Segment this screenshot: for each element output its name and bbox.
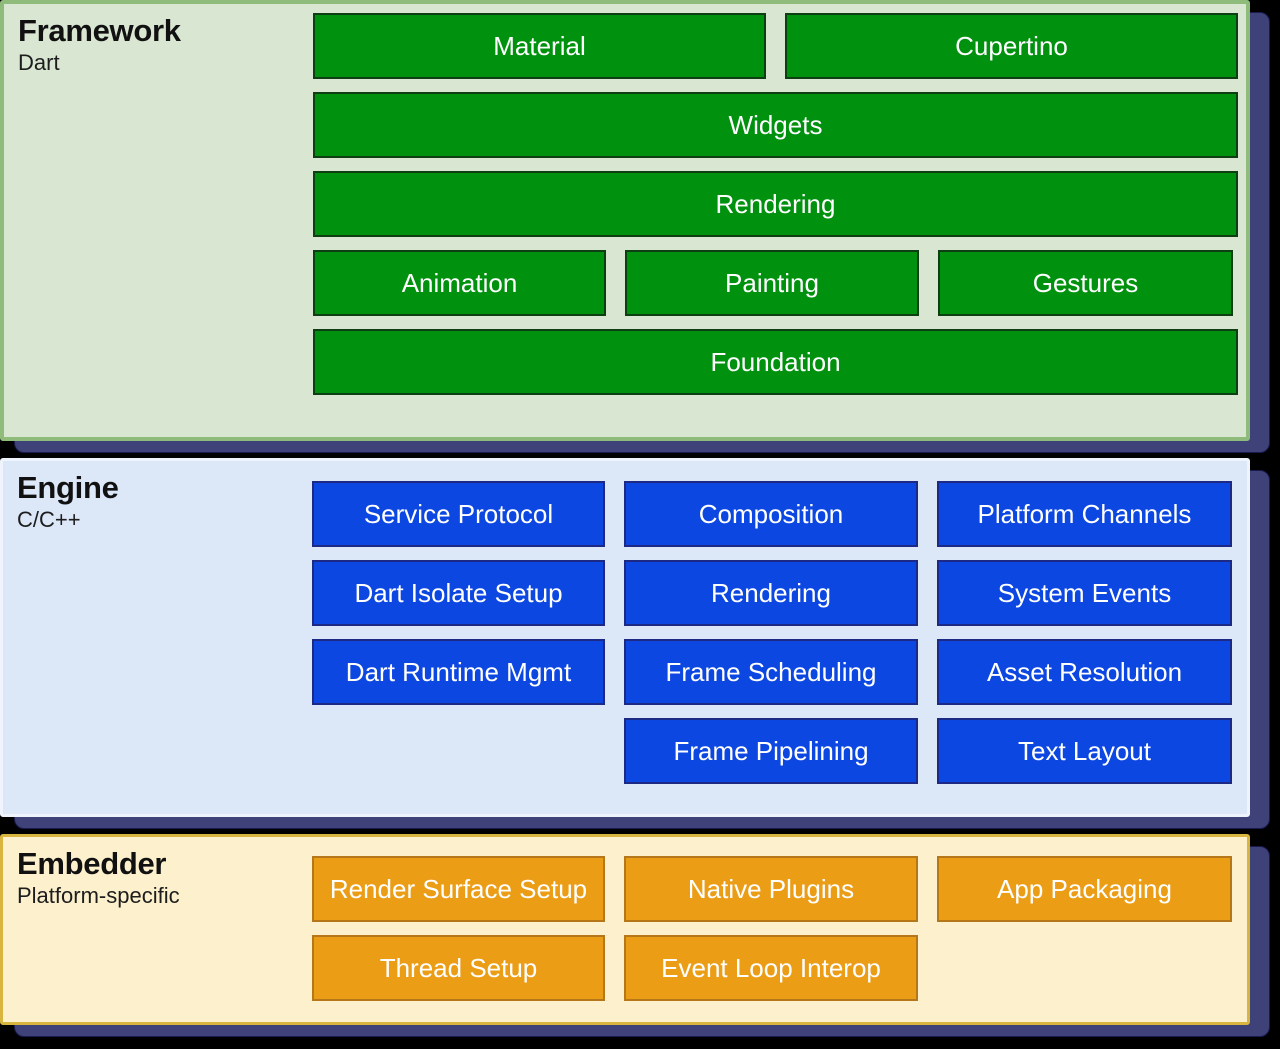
embedder-row-1: Render Surface Setup Native Plugins App …: [312, 856, 1239, 922]
box-system-events[interactable]: System Events: [937, 560, 1232, 626]
layer-content-framework: Material Cupertino Widgets Rendering Ani…: [313, 13, 1238, 395]
layer-title-main: Framework: [18, 13, 181, 48]
box-asset-resolution[interactable]: Asset Resolution: [937, 639, 1232, 705]
engine-row-4-spacer: [312, 718, 605, 784]
box-app-packaging[interactable]: App Packaging: [937, 856, 1232, 922]
layer-title-main: Engine: [17, 470, 119, 505]
layer-panel-framework: Framework Dart Material Cupertino Widget…: [0, 0, 1250, 441]
box-animation[interactable]: Animation: [313, 250, 606, 316]
box-foundation[interactable]: Foundation: [313, 329, 1238, 395]
engine-row-3: Dart Runtime Mgmt Frame Scheduling Asset…: [312, 639, 1239, 705]
framework-row-1: Material Cupertino: [313, 13, 1238, 79]
engine-row-4: Frame Pipelining Text Layout: [312, 718, 1239, 784]
box-dart-isolate-setup[interactable]: Dart Isolate Setup: [312, 560, 605, 626]
box-widgets[interactable]: Widgets: [313, 92, 1238, 158]
box-material[interactable]: Material: [313, 13, 766, 79]
layer-title-main: Embedder: [17, 846, 167, 881]
layer-content-embedder: Render Surface Setup Native Plugins App …: [312, 856, 1239, 1001]
layer-framework: Framework Dart Material Cupertino Widget…: [0, 0, 1270, 453]
layer-title-engine: Engine C/C++: [17, 470, 307, 533]
layer-title-subtitle: Platform-specific: [17, 882, 180, 908]
box-service-protocol[interactable]: Service Protocol: [312, 481, 605, 547]
framework-row-4: Animation Painting Gestures: [313, 250, 1238, 316]
box-text-layout[interactable]: Text Layout: [937, 718, 1232, 784]
engine-row-1: Service Protocol Composition Platform Ch…: [312, 481, 1239, 547]
layer-title-subtitle: Dart: [18, 49, 60, 75]
layer-title-subtitle: C/C++: [17, 506, 81, 532]
box-rendering-framework[interactable]: Rendering: [313, 171, 1238, 237]
box-rendering-engine[interactable]: Rendering: [624, 560, 918, 626]
box-frame-pipelining[interactable]: Frame Pipelining: [624, 718, 918, 784]
box-thread-setup[interactable]: Thread Setup: [312, 935, 605, 1001]
box-platform-channels[interactable]: Platform Channels: [937, 481, 1232, 547]
layer-title-embedder: Embedder Platform-specific: [17, 846, 307, 909]
layer-panel-embedder: Embedder Platform-specific Render Surfac…: [0, 834, 1250, 1025]
framework-row-5: Foundation: [313, 329, 1238, 395]
layer-engine: Engine C/C++ Service Protocol Compositio…: [0, 458, 1270, 829]
box-cupertino[interactable]: Cupertino: [785, 13, 1238, 79]
engine-row-2: Dart Isolate Setup Rendering System Even…: [312, 560, 1239, 626]
box-painting[interactable]: Painting: [625, 250, 919, 316]
box-frame-scheduling[interactable]: Frame Scheduling: [624, 639, 918, 705]
layer-panel-engine: Engine C/C++ Service Protocol Compositio…: [0, 458, 1250, 817]
box-dart-runtime-mgmt[interactable]: Dart Runtime Mgmt: [312, 639, 605, 705]
embedder-row-2: Thread Setup Event Loop Interop: [312, 935, 1239, 1001]
box-render-surface-setup[interactable]: Render Surface Setup: [312, 856, 605, 922]
box-composition[interactable]: Composition: [624, 481, 918, 547]
box-native-plugins[interactable]: Native Plugins: [624, 856, 918, 922]
framework-row-3: Rendering: [313, 171, 1238, 237]
layer-title-framework: Framework Dart: [18, 13, 308, 76]
framework-row-2: Widgets: [313, 92, 1238, 158]
box-event-loop-interop[interactable]: Event Loop Interop: [624, 935, 918, 1001]
layer-embedder: Embedder Platform-specific Render Surfac…: [0, 834, 1270, 1037]
layer-content-engine: Service Protocol Composition Platform Ch…: [312, 481, 1239, 784]
embedder-row-2-spacer: [937, 935, 1232, 1001]
box-gestures[interactable]: Gestures: [938, 250, 1233, 316]
